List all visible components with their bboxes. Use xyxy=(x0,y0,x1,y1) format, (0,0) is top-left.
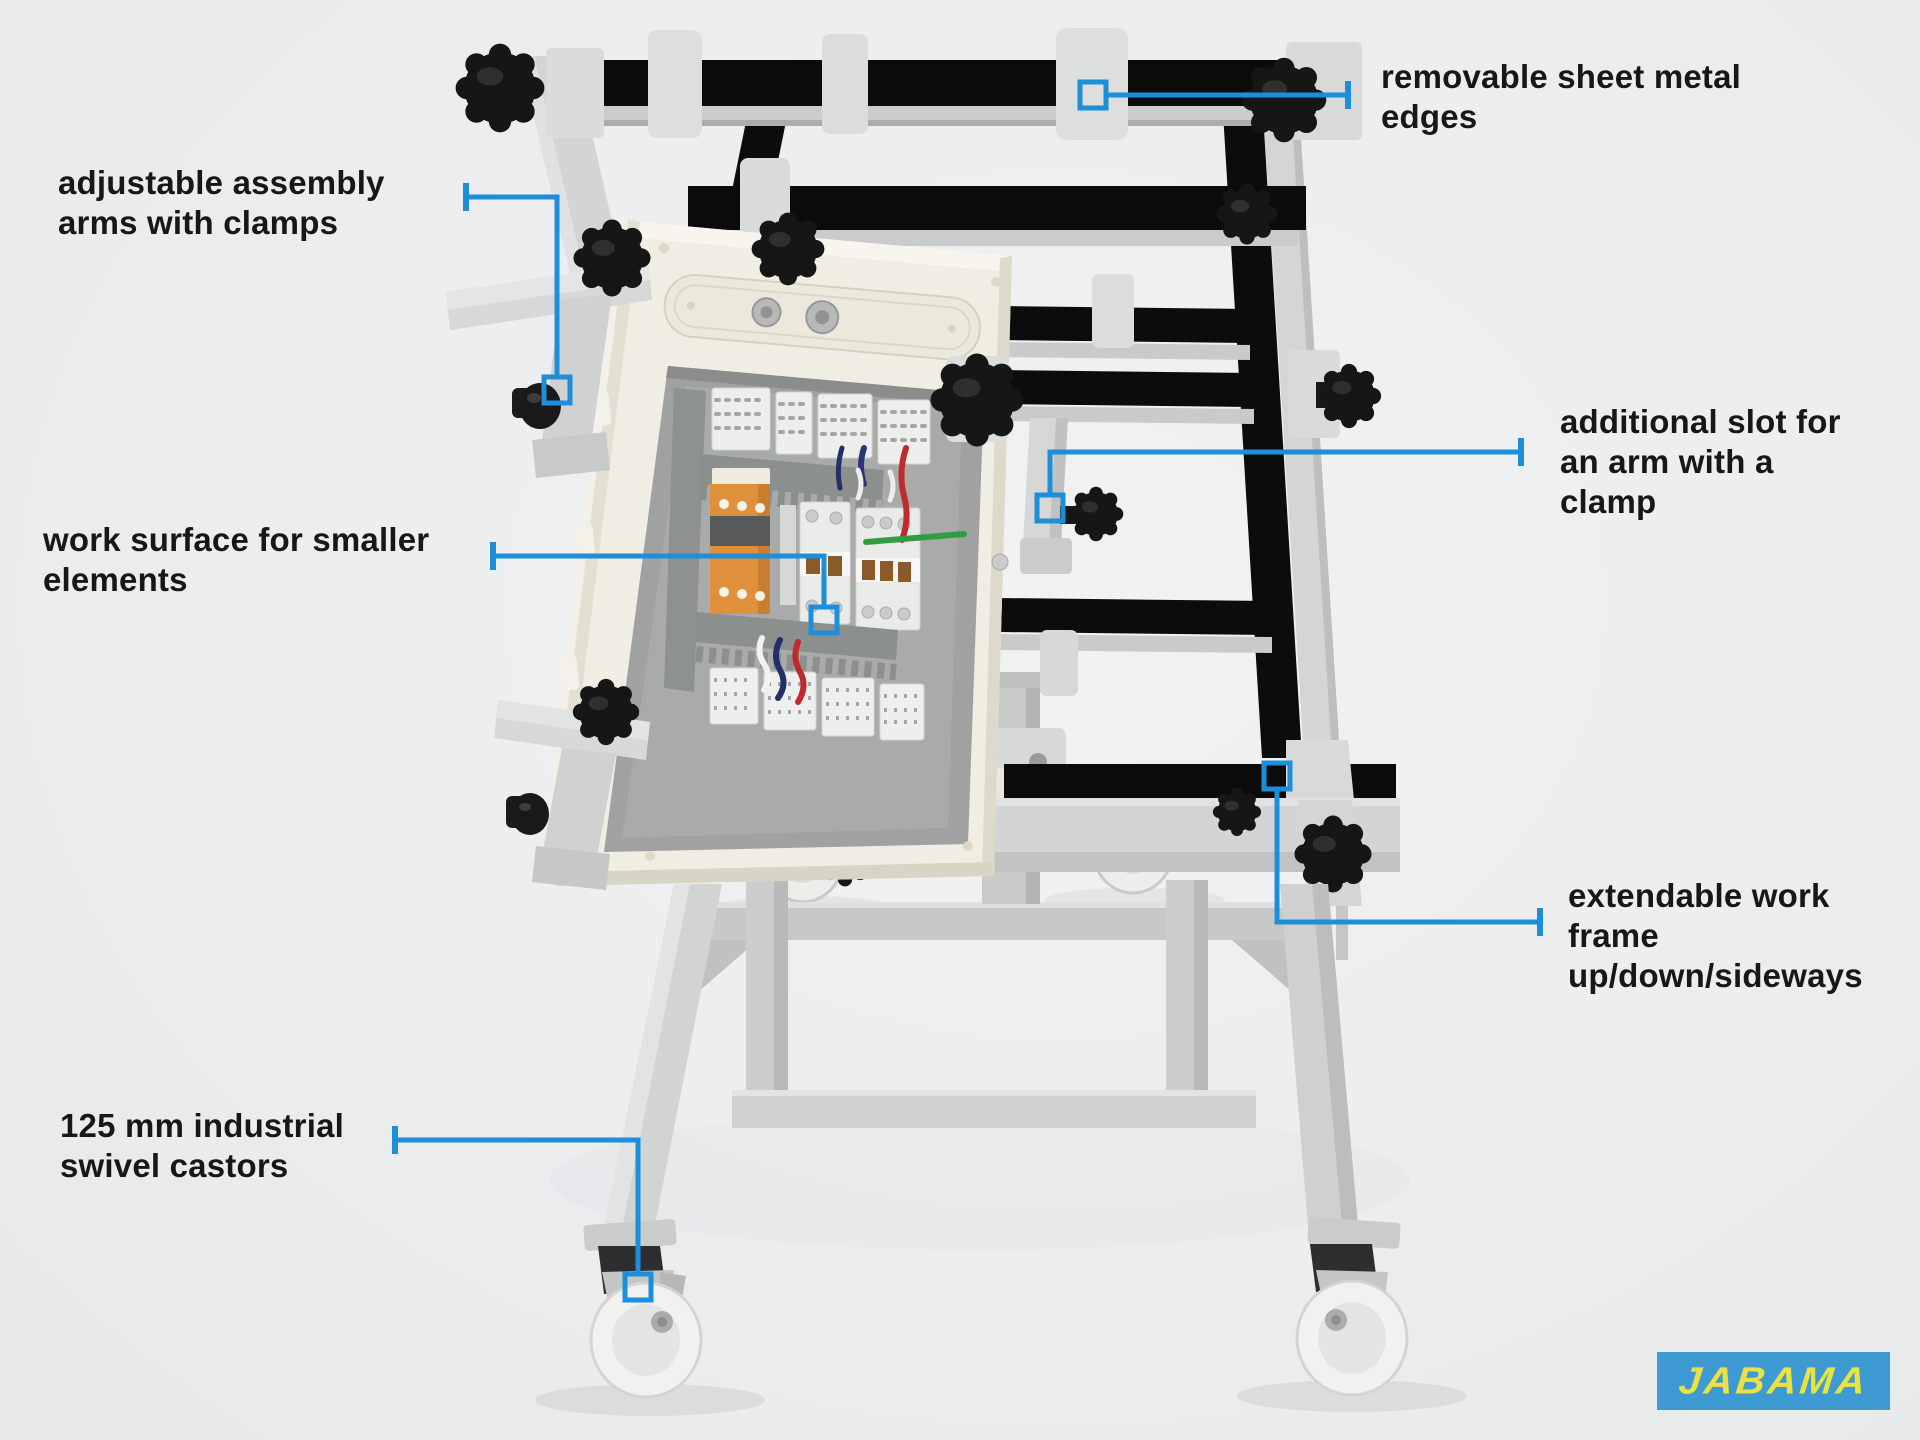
callout-label-line: edges xyxy=(1381,98,1478,135)
wires xyxy=(756,445,967,705)
enclosure-lid-recess xyxy=(663,274,981,361)
callout-label-line: swivel castors xyxy=(60,1147,289,1184)
terminal-blocks-bottom xyxy=(709,667,925,741)
callout-label-extendable-frame: extendable work frame up/down/sideways xyxy=(1568,876,1863,996)
callout-label-line: frame xyxy=(1568,917,1659,954)
callout-line-extendable-frame xyxy=(1261,760,1543,936)
callout-line-removable-edges xyxy=(1077,79,1351,111)
terminal-blocks-top xyxy=(711,387,931,465)
callout-label-line: work surface for smaller xyxy=(43,521,430,558)
trestle-legs xyxy=(600,884,1360,1250)
jabama-logo-text: JABAMA xyxy=(1676,1359,1871,1402)
callout-label-additional-slot: additional slot for an arm with a clamp xyxy=(1560,402,1841,522)
surge-protector xyxy=(710,468,770,614)
work-frame xyxy=(520,28,1362,758)
circuit-breakers xyxy=(799,501,921,631)
callout-label-line: adjustable assembly xyxy=(58,164,385,201)
callout-label-line: 125 mm industrial xyxy=(60,1107,344,1144)
callout-line-adjustable-arms xyxy=(463,183,573,406)
callout-line-castors xyxy=(392,1126,654,1303)
callout-label-line: arms with clamps xyxy=(58,204,339,241)
callout-label-line: removable sheet metal xyxy=(1381,58,1742,95)
callout-lines xyxy=(392,79,1543,1303)
callout-label-line: extendable work xyxy=(1568,877,1830,914)
callout-line-work-surface xyxy=(490,542,840,636)
jabama-logo: JABAMA xyxy=(1657,1352,1890,1410)
front-castor-left xyxy=(583,1219,703,1399)
callout-label-line: clamp xyxy=(1560,483,1657,520)
callout-label-work-surface: work surface for smaller elements xyxy=(43,520,429,600)
callout-line-additional-slot xyxy=(1034,438,1524,524)
callout-label-adjustable-arms: adjustable assembly arms with clamps xyxy=(58,163,385,243)
front-castor-right xyxy=(1295,1217,1409,1397)
electrical-enclosure xyxy=(540,216,1012,886)
door-latch xyxy=(991,553,1009,571)
callout-label-line: additional slot for xyxy=(1560,403,1841,440)
callout-label-removable-edges: removable sheet metal edges xyxy=(1381,57,1741,137)
clamp-knobs xyxy=(455,43,1382,542)
callout-label-line: up/down/sideways xyxy=(1568,957,1863,994)
callout-label-line: an arm with a xyxy=(1560,443,1774,480)
callout-label-castors: 125 mm industrial swivel castors xyxy=(60,1106,344,1186)
callout-label-line: elements xyxy=(43,561,188,598)
